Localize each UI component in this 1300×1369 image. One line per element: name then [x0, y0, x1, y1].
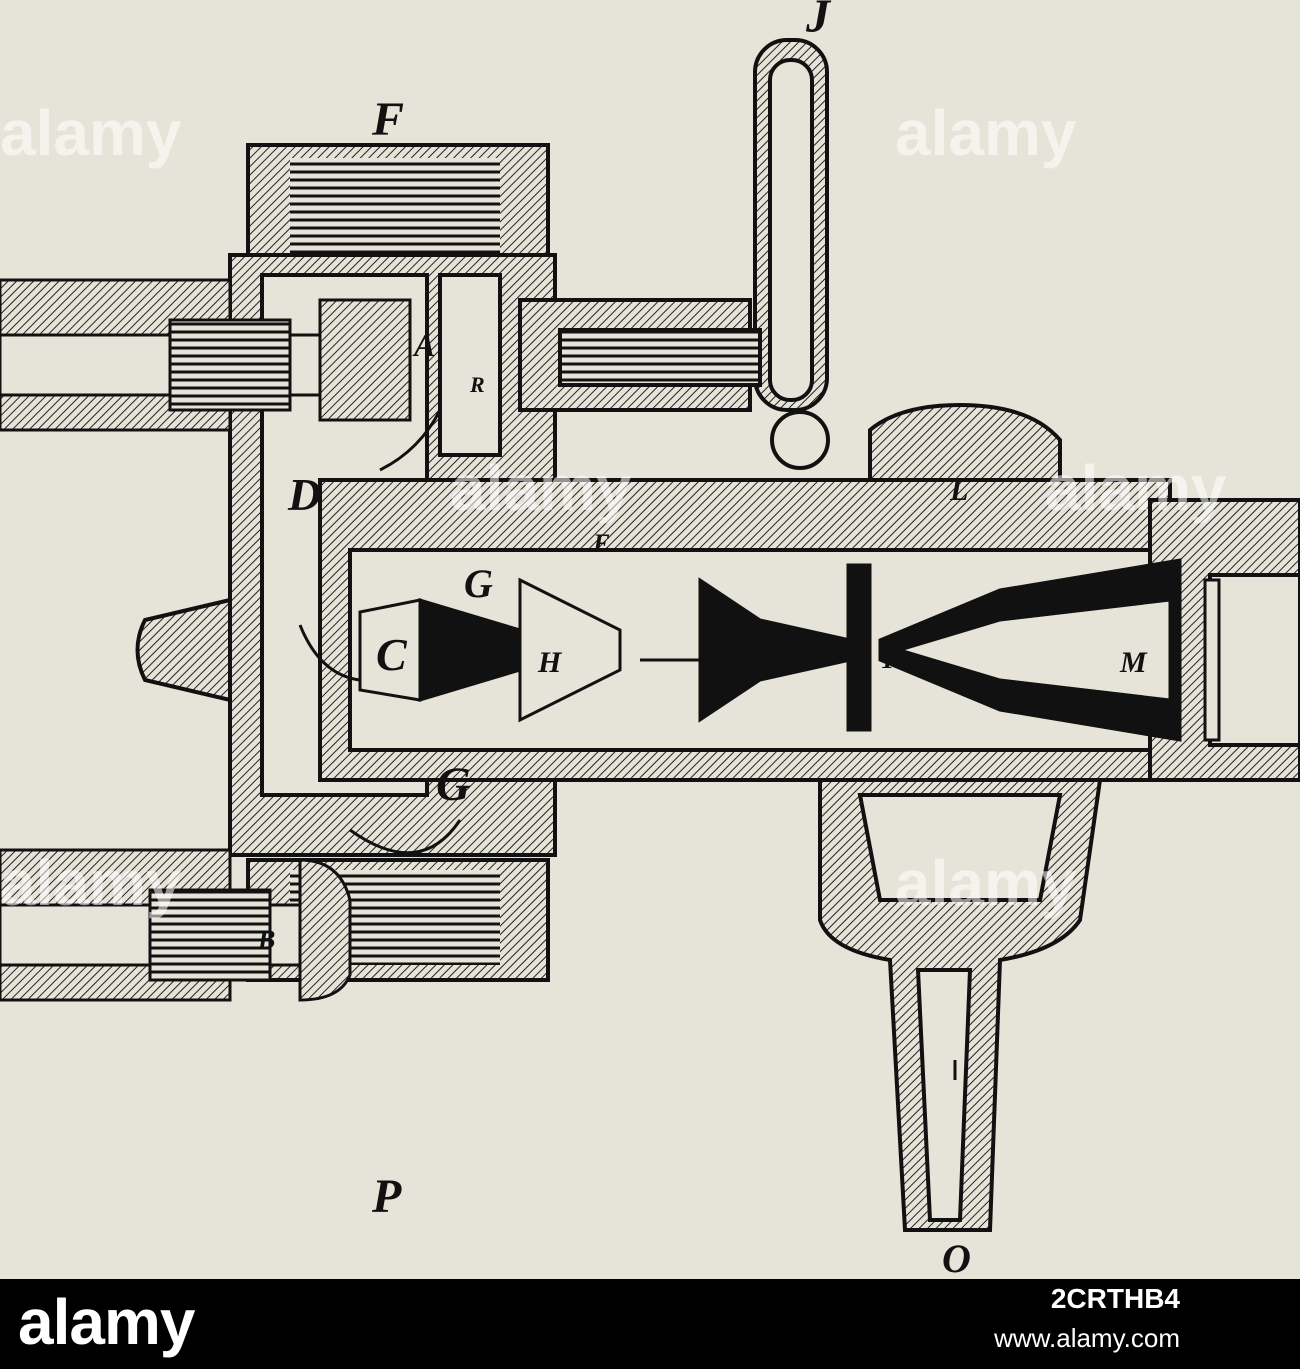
watermark-text: alamy	[895, 847, 1077, 919]
label-e: E	[592, 529, 610, 558]
watermark-text: alamy	[1045, 452, 1227, 524]
label-g-top: G	[464, 561, 493, 606]
injector-drawing: alamy alamy alamy alamy alamy alamy J F …	[0, 0, 1300, 1279]
label-k: K	[729, 644, 752, 677]
handle-lever	[518, 38, 830, 470]
image-id-label: 2CRTHB4	[1050, 1283, 1180, 1314]
label-b: B	[257, 925, 275, 954]
label-r: R	[469, 372, 485, 397]
watermark-text: alamy	[450, 452, 632, 524]
label-d: D	[287, 469, 321, 520]
nozzles	[358, 558, 1221, 742]
label-o: O	[942, 1236, 971, 1279]
flow-arrows	[298, 409, 957, 1080]
label-t: T	[880, 645, 897, 674]
valve-stems	[0, 278, 412, 1002]
label-j: J	[805, 0, 832, 43]
watermark-text: alamy	[895, 97, 1077, 169]
label-f: F	[371, 93, 404, 146]
alamy-logo: alamy	[18, 1286, 195, 1358]
label-c: C	[376, 629, 408, 680]
stock-footer-bar: alamy 2CRTHB4 www.alamy.com	[0, 1279, 1300, 1369]
part-labels: J F A R D E L G C H K T M G B P O	[257, 0, 1148, 1279]
label-l: L	[949, 474, 968, 507]
watermark-text: alamy	[0, 97, 182, 169]
label-a: A	[412, 327, 435, 363]
label-h: H	[537, 646, 563, 679]
label-g-bottom: G	[436, 758, 471, 811]
watermark-text: alamy	[0, 847, 182, 919]
injector-diagram: alamy alamy alamy alamy alamy alamy J F …	[0, 0, 1300, 1279]
watermark-overlay: alamy alamy alamy alamy alamy alamy	[0, 97, 1227, 919]
site-url-label: www.alamy.com	[994, 1323, 1180, 1353]
label-m: M	[1119, 646, 1148, 679]
label-p: P	[371, 1170, 402, 1223]
